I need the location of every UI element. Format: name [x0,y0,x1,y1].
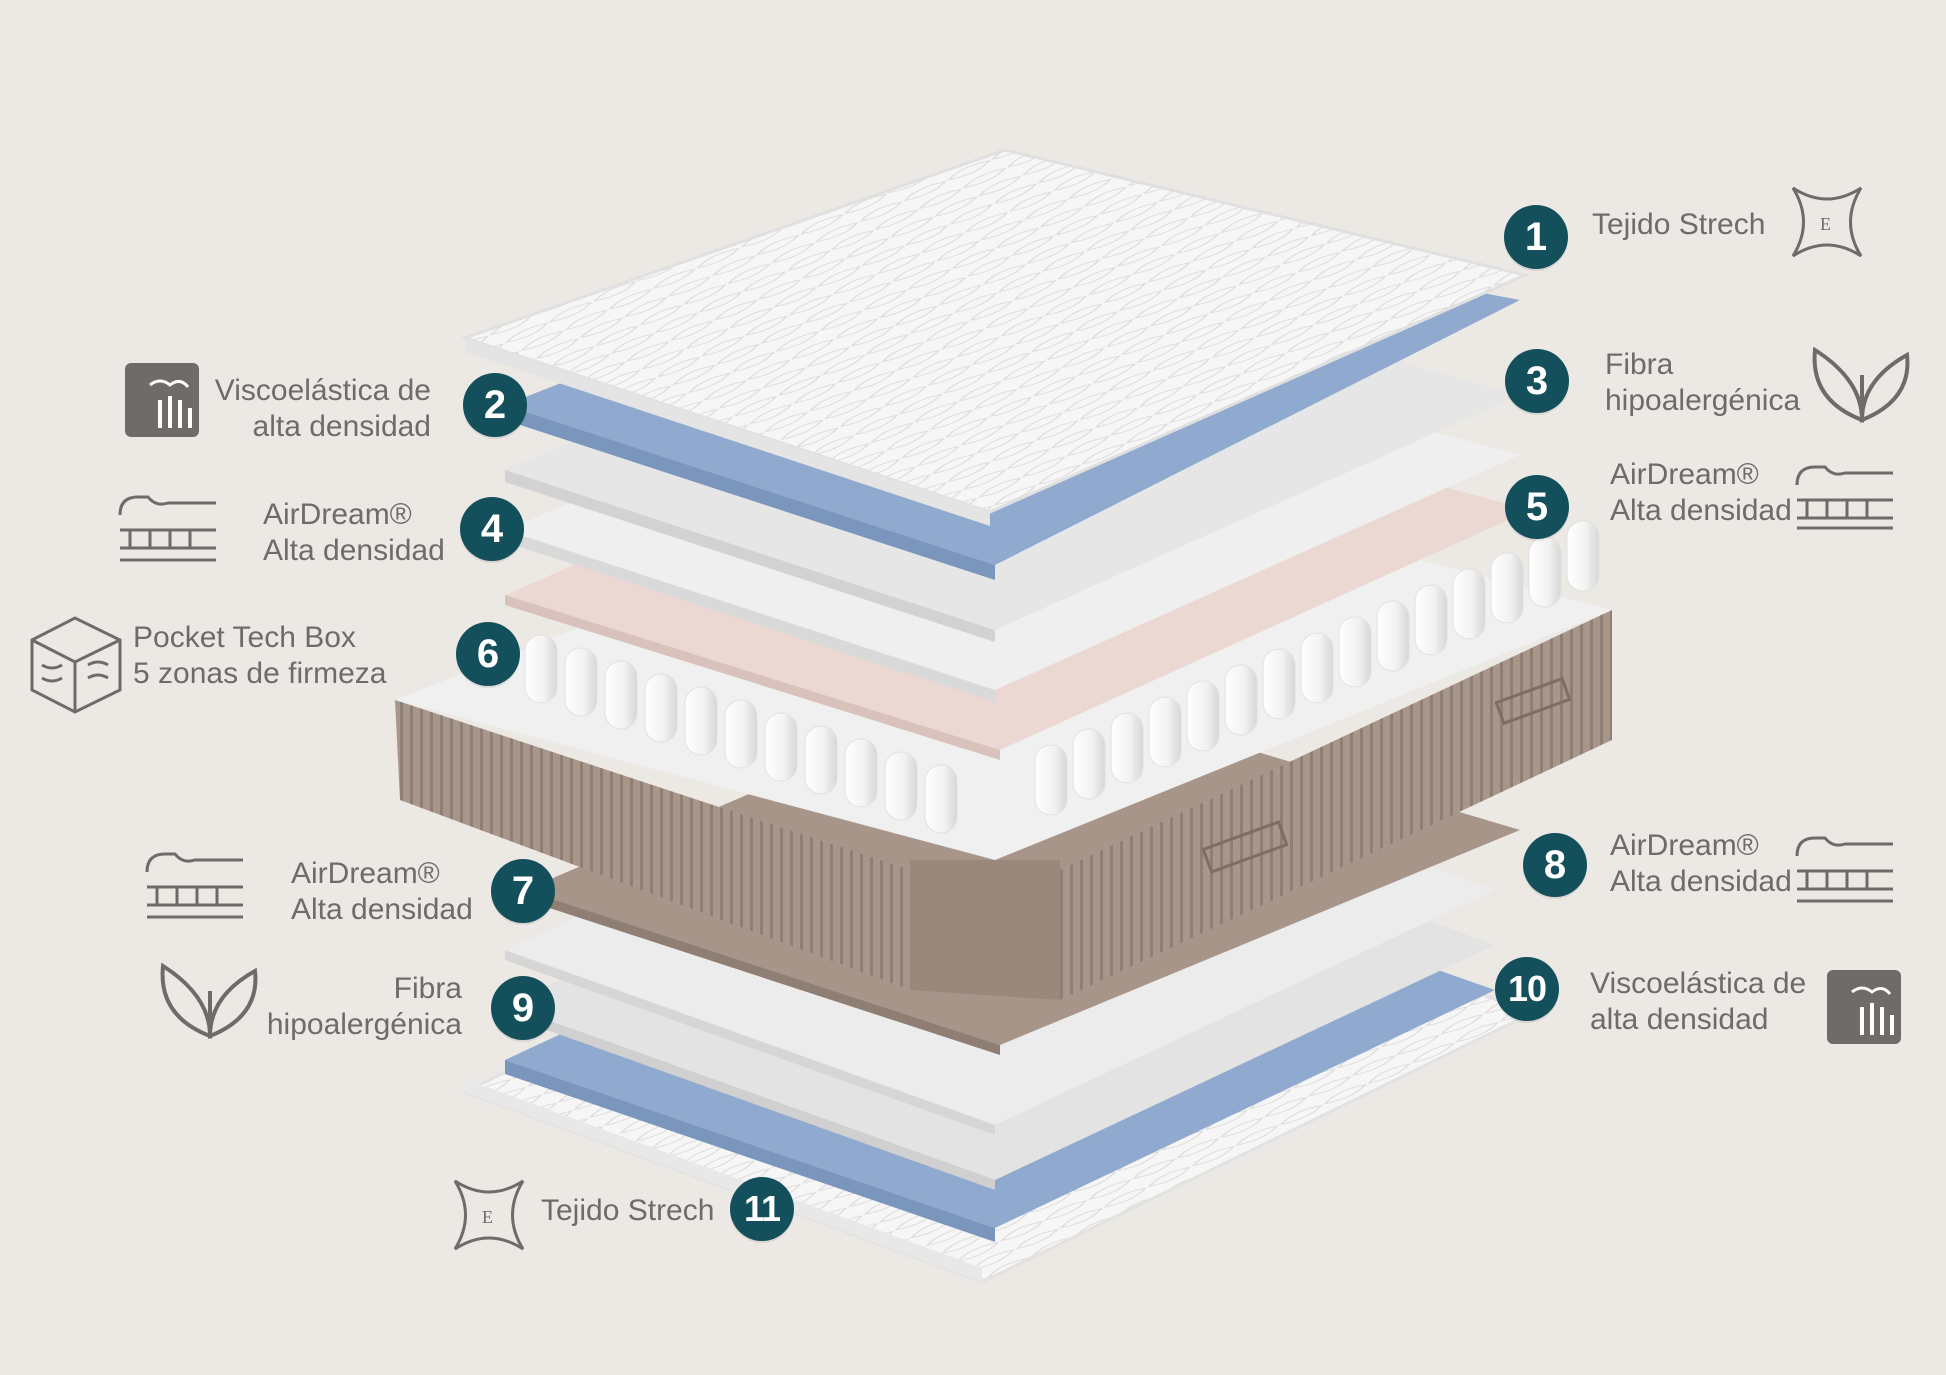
label-line: Viscoelástica de [214,374,431,407]
pocket-spring [604,660,638,730]
label-line: AirDream® [1610,458,1759,491]
pocket-spring [844,738,878,808]
layer-1-top-cover [460,148,1530,526]
pocket-spring [1376,600,1410,672]
label-line: Viscoelástica de [1590,967,1807,1000]
label-11: Tejido Strech [541,1193,714,1229]
badge-4: 4 [460,497,524,561]
label-4: AirDream® Alta densidad [263,497,445,569]
label-9: Fibra hipoalergénica [267,971,462,1043]
pocket-spring [1414,584,1448,656]
label-1: Tejido Strech [1592,207,1765,243]
pocket-spring [804,725,838,795]
pocket-spring [1490,552,1524,624]
pocket-spring [1262,648,1296,720]
foam-layer-icon [1795,465,1893,530]
label-line: Tejido Strech [541,1194,715,1227]
foam-layer-icon [118,495,216,562]
pocket-spring [1566,520,1600,592]
label-line: Fibra [393,972,462,1005]
pocket-spring [1148,696,1182,768]
svg-text:E: E [1820,214,1831,234]
label-line: AirDream® [1610,829,1759,862]
pocket-spring [1224,664,1258,736]
badge-5: 5 [1505,475,1569,539]
svg-text:E: E [482,1207,493,1227]
label-line: 5 zonas de firmeza [133,657,387,690]
pocket-spring [1034,744,1068,816]
label-5: AirDream® Alta densidad [1610,457,1792,529]
pocket-spring [1072,728,1106,800]
badge-11: 11 [730,1177,794,1241]
badge-1: 1 [1504,205,1568,269]
label-6: Pocket Tech Box 5 zonas de firmeza [133,620,386,692]
label-line: Alta densidad [263,534,445,567]
pocket-spring [764,712,798,782]
label-line: alta densidad [252,410,431,443]
label-line: Fibra [1605,348,1674,381]
label-line: AirDream® [291,857,440,890]
pocket-spring [1300,632,1334,704]
label-line: alta densidad [1590,1003,1769,1036]
pocket-spring [1452,568,1486,640]
pocket-spring [684,686,718,756]
label-line: Alta densidad [1610,865,1792,898]
label-line: AirDream® [263,498,412,531]
pocket-spring [564,647,598,717]
foam-layer-icon [145,852,243,919]
hand-press-icon [1827,970,1901,1044]
hand-press-icon [125,363,199,437]
label-10: Viscoelástica de alta densidad [1590,966,1806,1038]
label-2: Viscoelástica de alta densidad [215,373,431,445]
badge-2: 2 [463,373,527,437]
pocket-springs [524,520,1600,834]
pocket-spring [524,634,558,704]
label-line: hipoalergénica [1605,384,1801,417]
badge-6: 6 [456,622,520,686]
pocket-spring [1338,616,1372,688]
pocket-spring-box-icon [30,616,122,714]
pocket-spring [724,699,758,769]
stretch-fabric-icon: E [453,1179,525,1251]
label-8: AirDream® Alta densidad [1610,828,1792,900]
stretch-fabric-icon: E [1791,186,1863,258]
label-line: Tejido Strech [1592,208,1766,241]
badge-3: 3 [1505,349,1569,413]
leaf-icon [1812,346,1910,423]
pocket-spring [1528,536,1562,608]
pocket-spring [644,673,678,743]
label-line: Alta densidad [1610,494,1792,527]
label-line: hipoalergénica [266,1008,462,1041]
label-line: Pocket Tech Box [133,621,356,654]
pocket-spring [924,764,958,834]
pocket-spring [1110,712,1144,784]
label-line: Alta densidad [291,893,473,926]
label-3: Fibra hipoalergénica [1605,347,1800,419]
pocket-spring [1186,680,1220,752]
badge-9: 9 [491,976,555,1040]
label-7: AirDream® Alta densidad [291,856,473,928]
badge-8: 8 [1523,833,1587,897]
leaf-icon [160,962,258,1039]
badge-7: 7 [491,859,555,923]
pocket-spring [884,751,918,821]
badge-10: 10 [1495,957,1559,1021]
foam-layer-icon [1795,836,1893,903]
